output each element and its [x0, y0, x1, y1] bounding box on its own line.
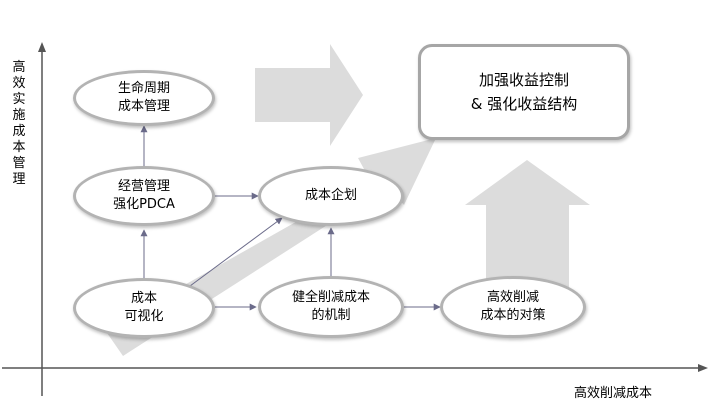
goal-line: & 强化收益结构	[470, 95, 578, 113]
y-axis-arrowhead	[38, 42, 46, 52]
x-axis-label: 高效削减成本	[574, 386, 653, 401]
node-line: 的机制	[311, 308, 351, 323]
node-line: 强化PDCA	[113, 197, 175, 212]
node-line: 成本	[130, 291, 157, 306]
node-cost-visualization: 成本 可视化	[73, 278, 215, 338]
horizontal-growth-arrow	[255, 44, 363, 146]
goal-line: 加强收益控制	[478, 71, 569, 89]
node-management-pdca: 经营管理 强化PDCA	[73, 166, 215, 226]
connector-visual-to-planning	[189, 217, 283, 287]
y-axis-label: 高效实施成本管理	[12, 60, 26, 187]
node-line: 成本管理	[117, 99, 170, 114]
node-cost-reduction-mechanism: 健全削减成本 的机制	[258, 276, 404, 338]
node-line: 成本的对策	[480, 308, 546, 323]
node-cost-planning: 成本企划	[258, 166, 404, 226]
goal-box: 加强收益控制 & 强化收益结构	[418, 44, 630, 140]
node-line: 经营管理	[117, 179, 170, 194]
node-line: 健全削减成本	[291, 290, 370, 305]
upward-growth-arrow	[465, 160, 590, 290]
node-lifecycle-cost-management: 生命周期 成本管理	[73, 70, 215, 126]
node-line: 高效削减	[486, 290, 539, 305]
x-axis-arrowhead	[698, 364, 708, 372]
node-line: 可视化	[124, 309, 164, 324]
node-line: 成本企划	[304, 188, 357, 203]
node-line: 生命周期	[117, 81, 170, 96]
node-cost-reduction-measures: 高效削减 成本的对策	[440, 276, 586, 338]
